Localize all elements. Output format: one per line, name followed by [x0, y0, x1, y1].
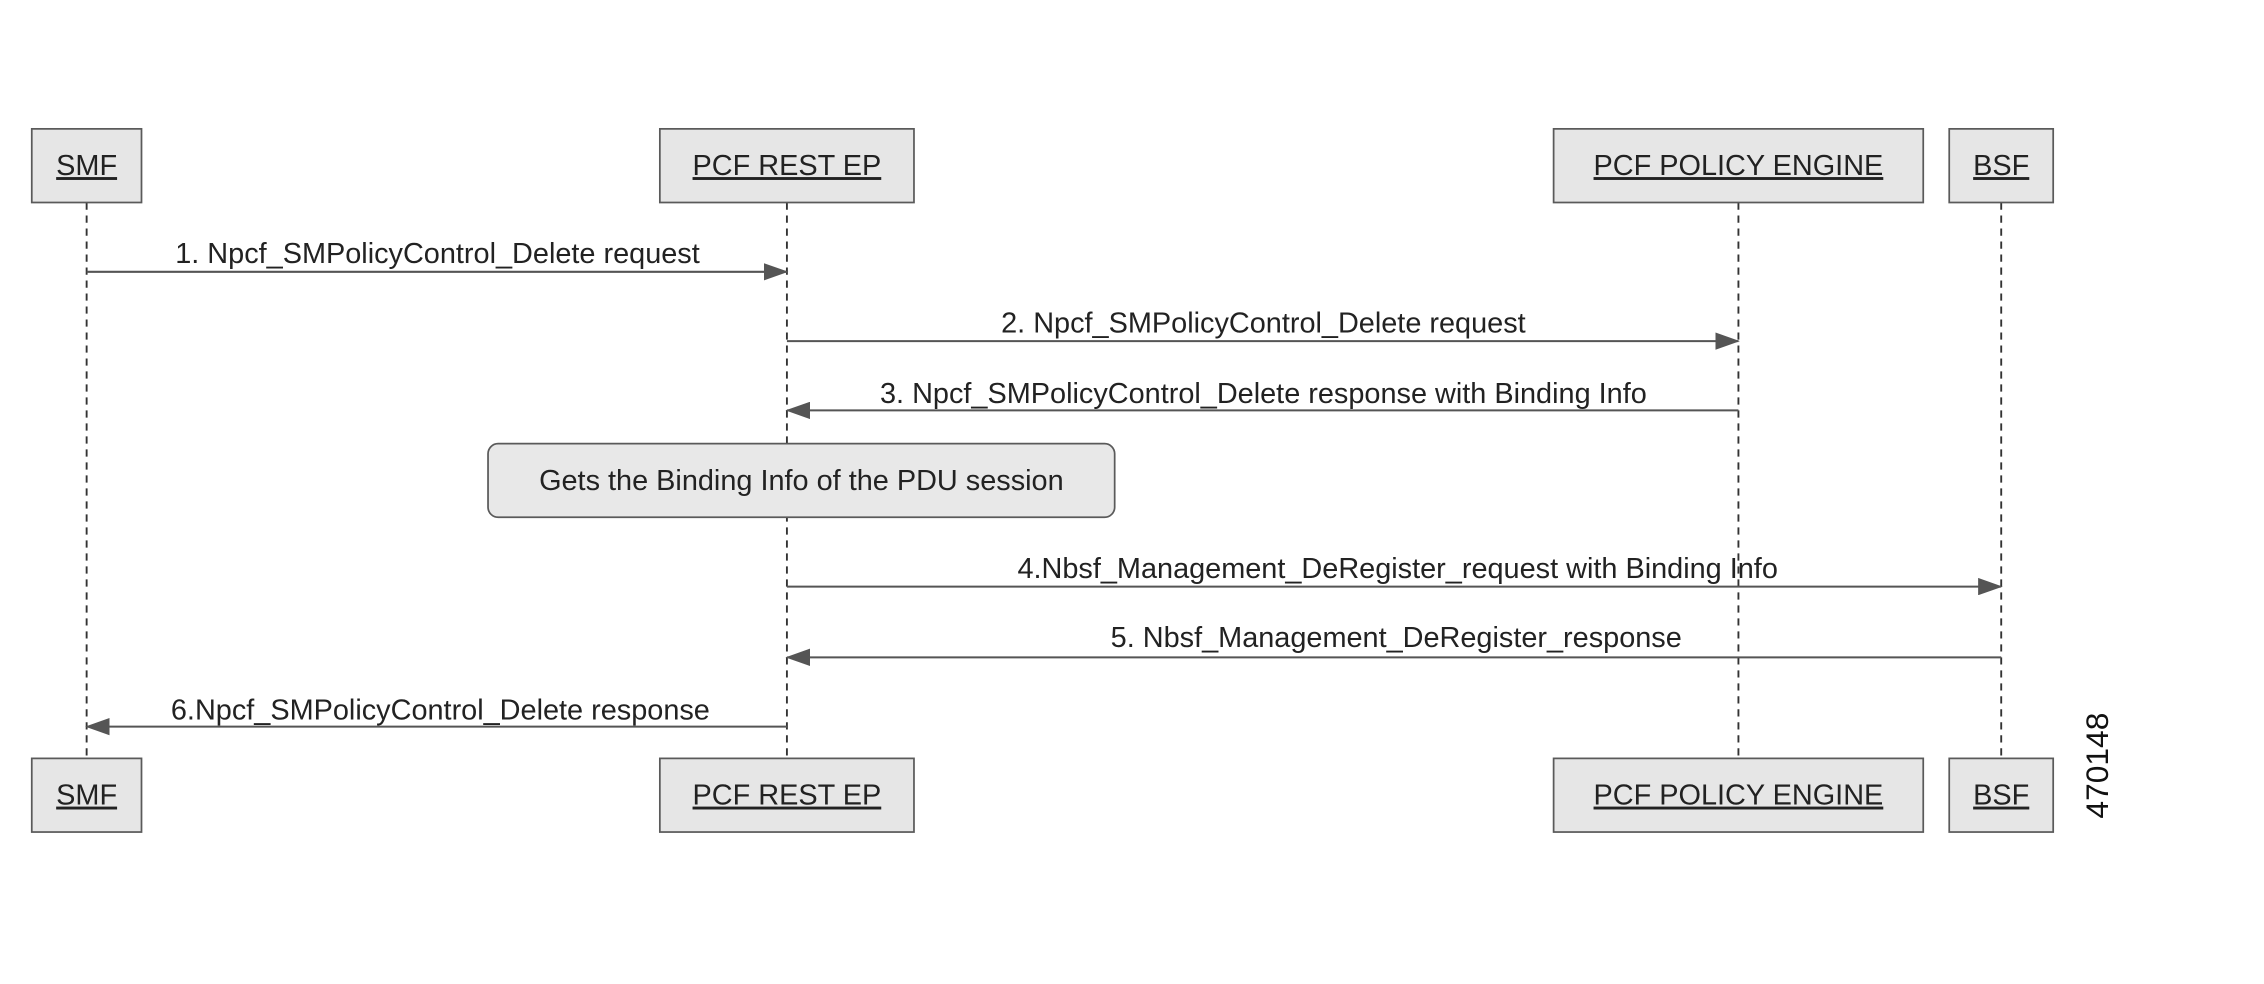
participant-pcf-policy-engine-top: PCF POLICY ENGINE: [1552, 127, 1925, 204]
note-binding-info: Gets the Binding Info of the PDU session: [487, 442, 1116, 519]
participant-pcf-rest-ep-bottom: PCF REST EP: [658, 757, 915, 833]
participant-smf-bottom: SMF: [30, 757, 143, 833]
message-2: 2. Npcf_SMPolicyControl_Delete request: [786, 307, 1740, 350]
message-label: 5. Nbsf_Management_DeRegister_response: [1111, 622, 1682, 654]
participant-label: PCF POLICY ENGINE: [1594, 150, 1884, 182]
message-label: 1. Npcf_SMPolicyControl_Delete request: [175, 238, 700, 270]
message-label: 6.Npcf_SMPolicyControl_Delete response: [171, 694, 710, 726]
participant-pcf-rest-ep-top: PCF REST EP: [658, 127, 915, 204]
message-label: 4.Nbsf_Management_DeRegister_request wit…: [1017, 553, 1777, 585]
participant-smf-top: SMF: [30, 127, 143, 204]
participant-label: PCF REST EP: [693, 780, 882, 812]
participant-bsf-bottom: BSF: [1948, 757, 2055, 833]
participant-bsf-top: BSF: [1948, 127, 2055, 204]
message-5: 5. Nbsf_Management_DeRegister_response: [785, 622, 2002, 666]
participant-label: PCF POLICY ENGINE: [1594, 780, 1884, 812]
participant-label: BSF: [1973, 150, 2029, 182]
message-4: 4.Nbsf_Management_DeRegister_request wit…: [786, 553, 2003, 596]
participant-label: BSF: [1973, 780, 2029, 812]
participant-label: SMF: [56, 780, 117, 812]
message-3: 3. Npcf_SMPolicyControl_Delete response …: [785, 378, 1739, 420]
figure-id: 470148: [2079, 713, 2115, 819]
participant-label: PCF REST EP: [693, 150, 882, 182]
message-6: 6.Npcf_SMPolicyControl_Delete response: [85, 694, 787, 736]
message-1: 1. Npcf_SMPolicyControl_Delete request: [86, 238, 789, 281]
message-label: 2. Npcf_SMPolicyControl_Delete request: [1001, 307, 1526, 339]
note-label: Gets the Binding Info of the PDU session: [539, 465, 1064, 497]
participant-pcf-policy-engine-bottom: PCF POLICY ENGINE: [1552, 757, 1925, 833]
message-label: 3. Npcf_SMPolicyControl_Delete response …: [880, 378, 1647, 410]
participant-label: SMF: [56, 150, 117, 182]
